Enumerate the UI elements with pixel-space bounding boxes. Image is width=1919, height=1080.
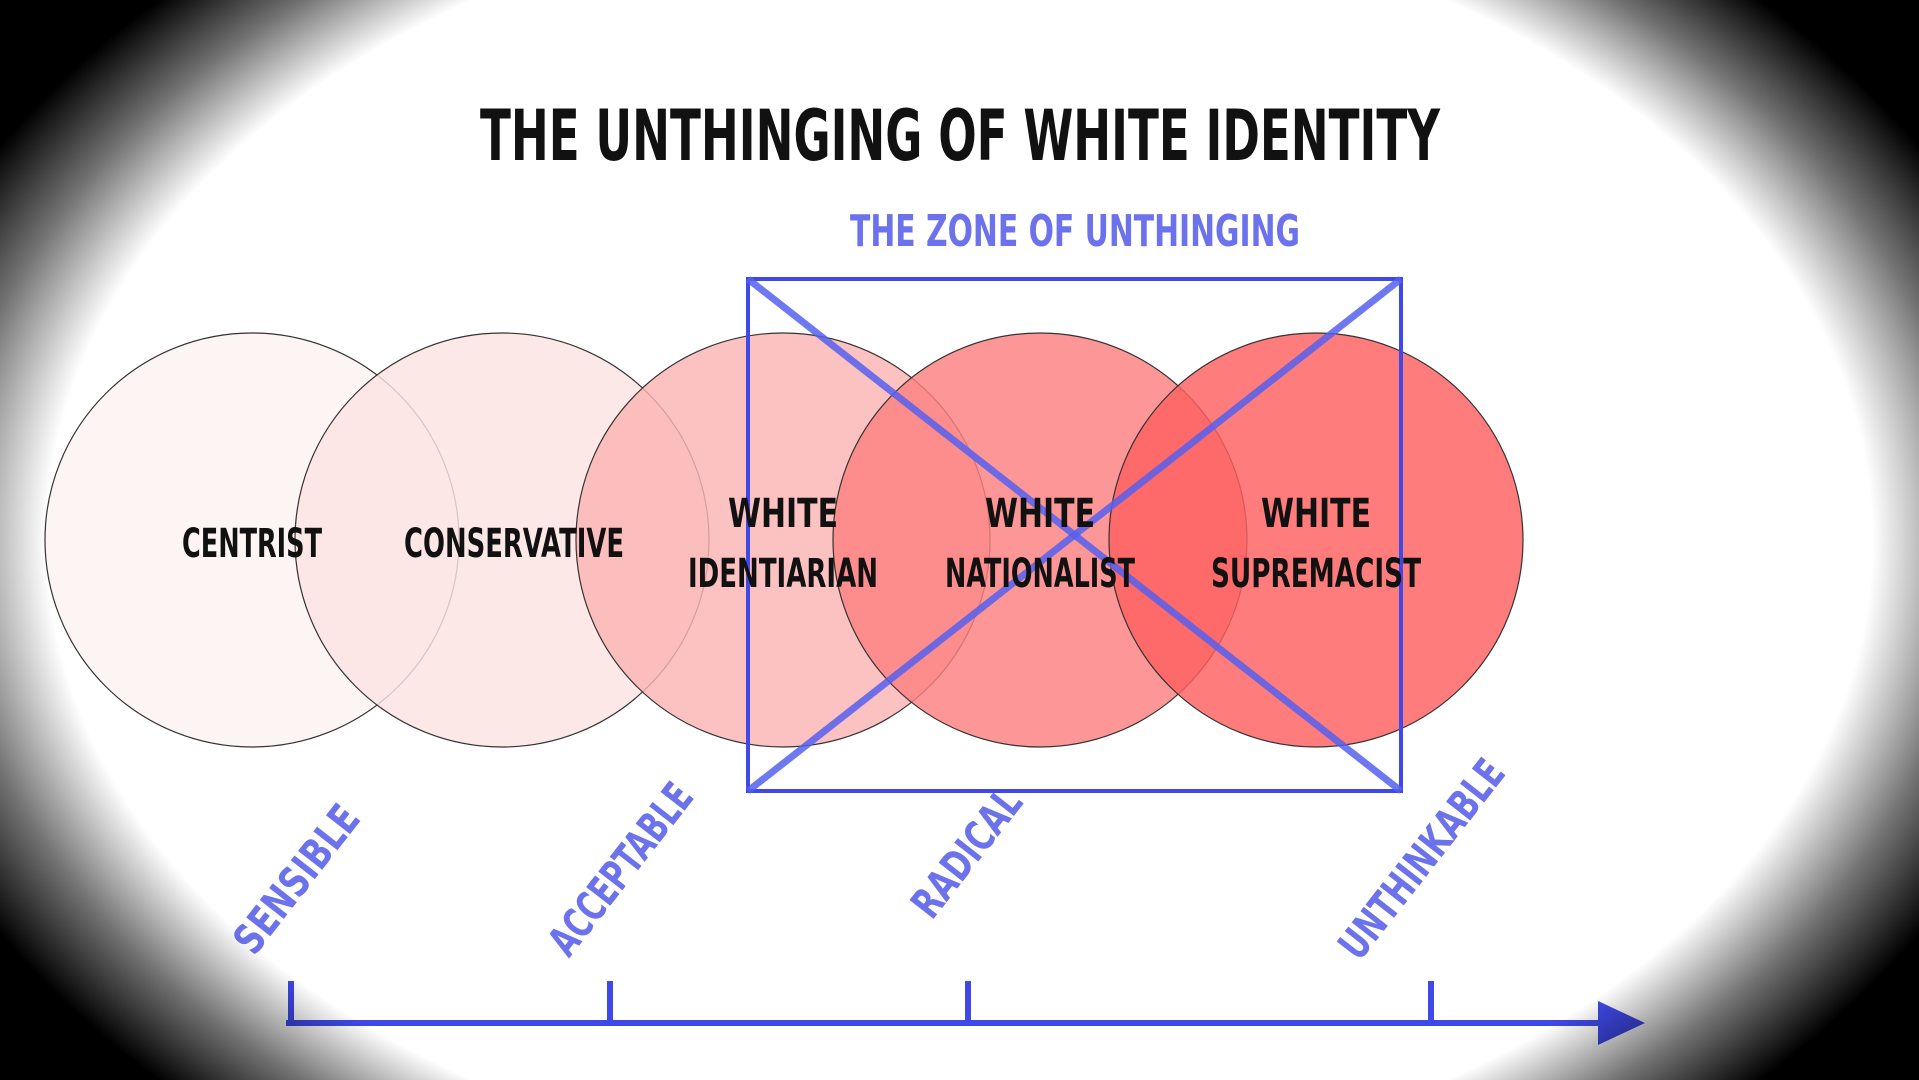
zone-label: THE ZONE OF UNTHINGING [850,206,1300,257]
circle-label-4-line-1: SUPREMACIST [1211,551,1421,597]
circle-label-1-line-0: CONSERVATIVE [404,521,624,567]
circle-label-3-line-1: NATIONALIST [945,551,1135,597]
circle-label-2-line-1: IDENTIARIAN [688,551,878,597]
circle-4 [1108,332,1524,748]
circle-label-4-line-0: WHITE [1261,491,1371,537]
circle-label-3-line-0: WHITE [985,491,1095,537]
circle-label-2-line-0: WHITE [728,491,838,537]
circle-label-0-line-0: CENTRIST [182,521,322,567]
page-title: THE UNTHINGING OF WHITE IDENTITY [480,95,1441,177]
